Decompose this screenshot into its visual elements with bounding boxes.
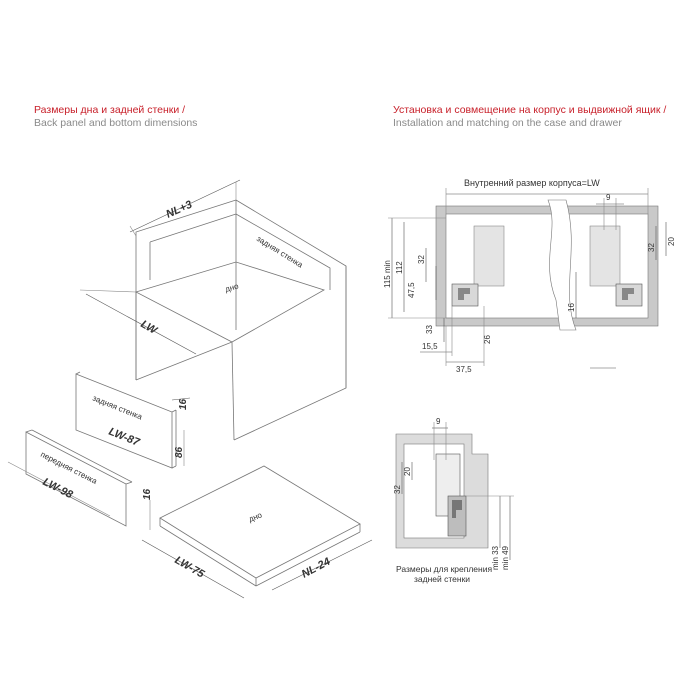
dim-47-5: 47,5 — [407, 282, 416, 298]
dim-112: 112 — [395, 261, 404, 274]
detail-dim-32: 32 — [393, 485, 402, 494]
detail-caption-line1: Размеры для крепления — [396, 564, 492, 574]
dim-nl-24: NL-24 — [300, 556, 333, 581]
label-bottom: дно — [224, 281, 240, 294]
dim-back-height: 86 — [174, 446, 185, 458]
section-header-left: Размеры дна и задней стенки / Back panel… — [34, 104, 197, 130]
dim-37-5: 37,5 — [456, 365, 472, 374]
dim-32-right: 32 — [647, 243, 656, 252]
dim-lw: LW — [139, 318, 161, 337]
mounting-detail-diagram: 9 32 20 min 33 min 49 Размеры для крепле… — [393, 417, 514, 584]
dim-lw-75: LW-75 — [173, 554, 207, 581]
dim-33: 33 — [425, 325, 434, 334]
detail-caption-line2: задней стенки — [414, 574, 470, 584]
dim-9-right: 9 — [606, 193, 611, 202]
dim-115-min: 115 min — [383, 260, 392, 288]
header-right-ru: Установка и совмещение на корпус и выдви… — [393, 104, 667, 116]
bottom-panel-diagram: 16 дно LW-75 NL-24 — [141, 465, 373, 599]
dim-nl-plus-3: NL+3 — [164, 199, 194, 221]
dim-15-5: 15,5 — [422, 342, 438, 351]
dim-26: 26 — [483, 335, 492, 344]
dim-32-left: 32 — [417, 255, 426, 264]
dim-back-thickness: 16 — [178, 398, 189, 410]
back-panel-diagram: задняя стенка LW-87 16 86 — [75, 371, 191, 469]
detail-dim-9: 9 — [436, 417, 441, 426]
dim-16: 16 — [567, 303, 576, 312]
dim-20-right: 20 — [667, 237, 676, 246]
installation-section-diagram: Внутренний размер корпуса=LW 115 min 112… — [383, 178, 676, 374]
dim-bottom-thickness: 16 — [142, 488, 153, 500]
detail-dim-min-49: min 49 — [501, 545, 510, 570]
drawer-box-diagram: NL+3 LW задняя стенка дно — [79, 179, 347, 441]
header-right-en: Installation and matching on the case an… — [393, 117, 622, 129]
header-left-en: Back panel and bottom dimensions — [34, 117, 198, 129]
dim-lw-87: LW-87 — [107, 426, 142, 449]
section-header-right: Установка и совмещение на корпус и выдви… — [393, 104, 666, 130]
dim-lw-98: LW-98 — [41, 476, 76, 502]
header-left-ru: Размеры дна и задней стенки / — [34, 104, 186, 116]
detail-dim-20: 20 — [403, 467, 412, 476]
bottom-panel-label: дно — [247, 510, 263, 524]
label-inner-size: Внутренний размер корпуса=LW — [464, 178, 600, 188]
detail-dim-min-33: min 33 — [491, 545, 500, 570]
